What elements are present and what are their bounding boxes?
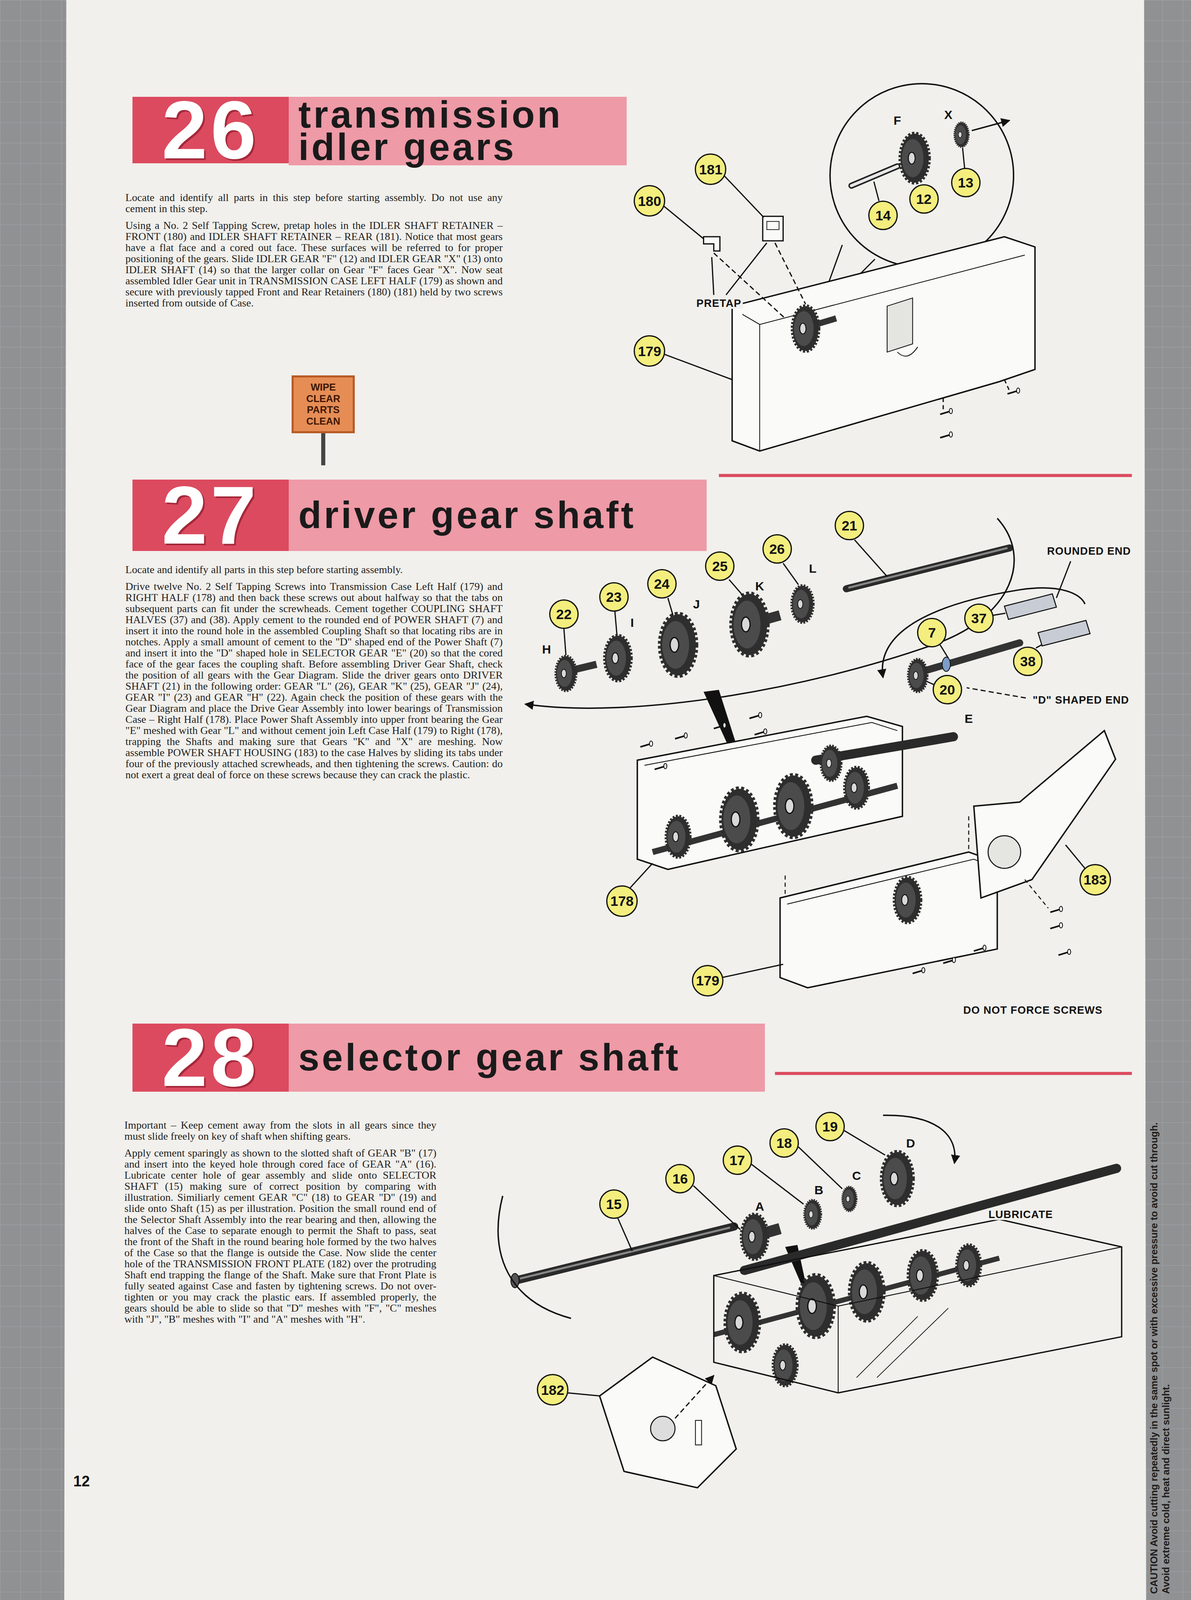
- step-title: selector gear shaft: [298, 1040, 681, 1074]
- callout-number: 38: [1013, 646, 1043, 676]
- callout-number: 21: [834, 510, 865, 541]
- callout-text: 19: [822, 1119, 838, 1134]
- callout-number: 7: [917, 617, 947, 648]
- gear-letter: K: [753, 578, 766, 593]
- step-number: 27: [132, 479, 289, 551]
- step-number: 26: [132, 96, 289, 164]
- callout-number: 37: [964, 603, 994, 633]
- callout-number: 182: [536, 1373, 569, 1406]
- callout-text: 18: [776, 1135, 792, 1150]
- callout-number: 22: [549, 599, 579, 629]
- callout-text: 181: [699, 162, 723, 177]
- text-column: Locate and identify all parts in this st…: [125, 563, 503, 786]
- callout-text: 26: [769, 541, 785, 556]
- callout-number: 23: [599, 581, 629, 612]
- gear-letter: X: [942, 107, 954, 121]
- callout-text: 21: [841, 518, 858, 533]
- instruction-text: Locate and identify all parts in this st…: [125, 563, 503, 575]
- gear-letter: L: [807, 561, 818, 575]
- callout-text: 20: [939, 682, 956, 697]
- callout-text: 15: [606, 1196, 622, 1211]
- step-title-band: selector gear shaft: [288, 1023, 765, 1092]
- callout-text: 13: [958, 175, 974, 190]
- gear-letter: D: [904, 1135, 917, 1150]
- callout-text: 12: [916, 191, 932, 206]
- callout-number: 178: [606, 885, 638, 917]
- callout-number: 18: [769, 1127, 799, 1158]
- callout-number: 179: [691, 964, 724, 997]
- step-number-text: 27: [161, 474, 260, 557]
- callout-text: 22: [556, 606, 572, 621]
- callout-number: 24: [647, 568, 677, 599]
- sign-text: WIPE CLEAR PARTS CLEAN: [296, 381, 351, 427]
- instruction-text: Apply cement sparingly as shown to the s…: [124, 1147, 437, 1325]
- callout-text: 179: [637, 344, 662, 359]
- instruction-text: Using a No. 2 Self Tapping Screw, pretap…: [125, 219, 503, 309]
- callout-number: 180: [633, 184, 666, 217]
- gear-letter: B: [812, 1182, 826, 1197]
- gear-letter: A: [753, 1198, 766, 1213]
- step-title: driver gear shaft: [298, 498, 637, 532]
- step-number-text: 26: [161, 88, 260, 172]
- gear-letter: I: [628, 615, 636, 630]
- callout-number: 19: [815, 1111, 845, 1141]
- gear-letter: F: [892, 113, 903, 128]
- instruction-text: Important – Keep cement away from the sl…: [124, 1119, 437, 1142]
- step-title-band: driver gear shaft: [288, 479, 707, 551]
- callout-text: 16: [672, 1171, 688, 1186]
- callout-number: 183: [1079, 863, 1112, 896]
- gear-letter: E: [962, 711, 975, 726]
- callout-text: 180: [637, 193, 662, 208]
- warning-sign: WIPE CLEAR PARTS CLEAN: [291, 375, 355, 433]
- gear-letter: H: [540, 641, 553, 656]
- gear-letter: C: [850, 1168, 863, 1182]
- callout-text: 38: [1019, 654, 1036, 669]
- callout-text: 183: [1083, 872, 1107, 887]
- callout-number: 12: [909, 184, 939, 214]
- note-label: ROUNDED END: [1045, 545, 1133, 557]
- callout-text: 25: [711, 558, 728, 573]
- callout-number: 25: [705, 551, 735, 581]
- callout-number: 17: [722, 1145, 753, 1175]
- callout-text: 37: [971, 611, 987, 626]
- callout-number: 26: [762, 533, 792, 564]
- callout-number: 14: [868, 200, 898, 231]
- note-label: PRETAP: [694, 296, 744, 309]
- instruction-text: Locate and identify all parts in this st…: [125, 191, 503, 215]
- callout-number: 13: [951, 167, 981, 198]
- step-number: 28: [132, 1023, 289, 1092]
- text-column: Locate and identify all parts in this st…: [125, 191, 503, 315]
- callout-number: 15: [599, 1188, 629, 1219]
- mat-caution-text: CAUTION Avoid cutting repeatedly in the …: [1148, 1121, 1173, 1594]
- note-label: DO NOT FORCE SCREWS: [961, 1003, 1105, 1016]
- callout-text: 14: [875, 208, 891, 223]
- note-label: "D" SHAPED END: [1031, 693, 1131, 706]
- page-number: 12: [71, 1473, 92, 1490]
- callout-text: 17: [729, 1152, 746, 1167]
- callout-text: 182: [540, 1382, 565, 1397]
- note-label: LUBRICATE: [986, 1208, 1055, 1221]
- callout-text: 24: [654, 576, 670, 591]
- callout-text: 178: [610, 893, 634, 908]
- callout-number: 181: [694, 153, 727, 185]
- text-column: Important – Keep cement away from the sl…: [124, 1119, 437, 1331]
- callout-text: 23: [606, 589, 622, 604]
- callout-text: 179: [695, 973, 720, 988]
- callout-number: 179: [633, 335, 666, 367]
- step-title-band: transmission idler gears: [288, 96, 627, 165]
- instruction-text: Drive twelve No. 2 Self Tapping Screws i…: [125, 580, 503, 781]
- step-number-text: 28: [161, 1016, 260, 1099]
- callout-number: 16: [665, 1163, 695, 1194]
- step-title: transmission idler gears: [298, 98, 617, 164]
- callout-number: 20: [932, 674, 963, 705]
- callout-text: 7: [928, 625, 936, 640]
- gear-letter: J: [691, 597, 702, 611]
